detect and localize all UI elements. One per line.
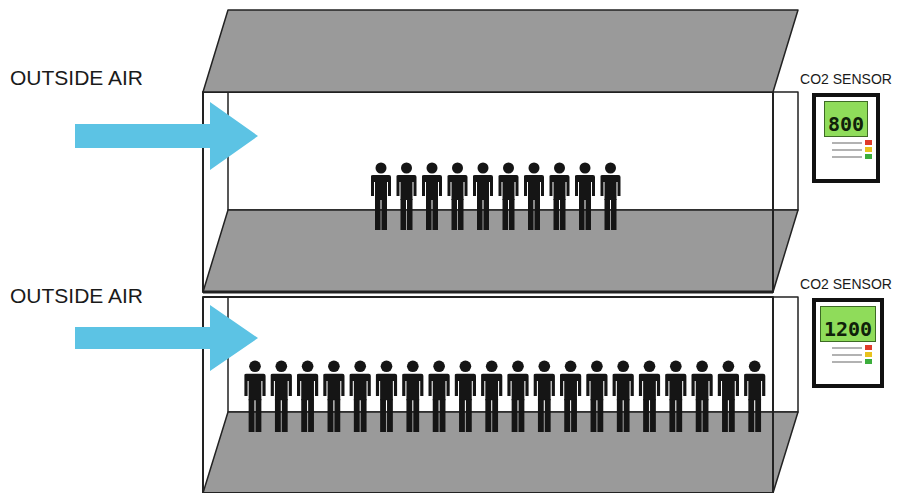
person-icon xyxy=(499,163,519,231)
person-icon xyxy=(507,360,528,432)
person-icon xyxy=(524,163,544,231)
person-icon xyxy=(744,360,765,432)
person-icon xyxy=(397,163,417,231)
slab-edge xyxy=(203,296,773,298)
sensor-body xyxy=(812,93,880,388)
person-icon xyxy=(350,360,371,432)
floor xyxy=(203,210,798,292)
person-icon xyxy=(323,360,344,432)
people-group xyxy=(244,163,765,433)
person-icon xyxy=(534,360,555,432)
air-arrow xyxy=(75,305,258,371)
person-icon xyxy=(297,360,318,432)
person-icon xyxy=(402,360,423,432)
air-label: OUTSIDE AIR xyxy=(10,66,143,90)
co2-sensor: CO2 SENSOR800 xyxy=(812,93,880,183)
person-icon xyxy=(244,360,265,432)
person-icon xyxy=(473,163,493,231)
co2-reading: 800 xyxy=(824,101,868,137)
person-icon xyxy=(455,360,476,432)
person-icon xyxy=(371,163,391,231)
person-icon xyxy=(665,360,686,432)
person-icon xyxy=(271,360,292,432)
person-icon xyxy=(601,163,621,231)
person-icon xyxy=(429,360,450,432)
back-wall xyxy=(228,297,798,412)
back-wall xyxy=(228,92,798,210)
co2-sensor: CO2 SENSOR1200 xyxy=(812,298,884,388)
person-icon xyxy=(550,163,570,231)
air-label: OUTSIDE AIR xyxy=(10,284,143,308)
person-icon xyxy=(692,360,713,432)
person-icon xyxy=(376,360,397,432)
sensor-heading: CO2 SENSOR xyxy=(800,71,892,87)
person-icon xyxy=(422,163,442,231)
co2-reading: 1200 xyxy=(820,306,876,342)
person-icon xyxy=(639,360,660,432)
room-outline xyxy=(203,92,773,292)
person-icon xyxy=(448,163,468,231)
air-arrow xyxy=(75,102,258,170)
person-icon xyxy=(586,360,607,432)
person-icon xyxy=(481,360,502,432)
person-icon xyxy=(613,360,634,432)
person-icon xyxy=(718,360,739,432)
person-icon xyxy=(560,360,581,432)
person-icon xyxy=(575,163,595,231)
floor xyxy=(203,412,798,493)
slab-edge xyxy=(203,291,773,294)
sensor-heading: CO2 SENSOR xyxy=(800,276,892,292)
room-outline xyxy=(203,297,773,493)
roof xyxy=(203,10,798,92)
